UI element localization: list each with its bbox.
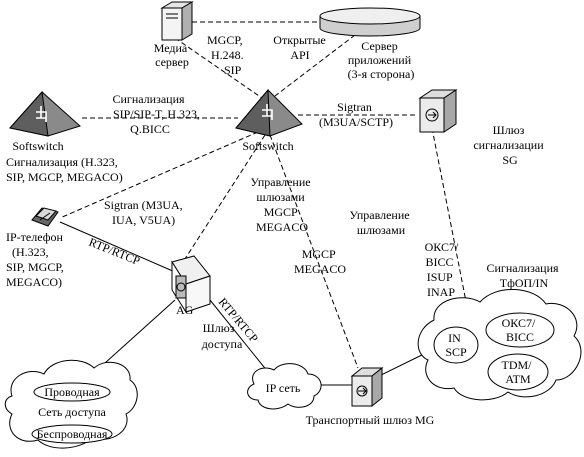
link-ipphone-ag: [59, 221, 176, 273]
softswitch-icon: [235, 88, 303, 137]
access-network-cloud: Проводная Сеть доступа Беспроводная: [4, 359, 138, 449]
ip-network-label: IP сеть: [266, 381, 301, 395]
access-gateway-icon: [171, 255, 211, 314]
mgcp-megaco-label: MGCP MEGACO: [294, 247, 346, 276]
sg-label: Шлюз сигнализации SG: [473, 123, 546, 167]
wireless-access-ellipse: [31, 424, 113, 444]
app-server-label: Сервер приложений (3-я сторона): [348, 39, 415, 81]
pstn-cloud: IN SCP ОКС7/ BICC TDM/ ATM: [417, 289, 582, 401]
rtp-rtcp-label-1: RTP/RTCP: [87, 235, 143, 268]
link-softswitch-ag: [182, 134, 266, 263]
softswitch-center: Softswitch: [235, 88, 303, 153]
ip-phone: IP-телефон (H.323, SIP, MGCP, MEGACO): [6, 207, 67, 289]
media-gateway: Транспортный шлюз MG: [306, 366, 435, 427]
sigtran-ag-label: Sigtran (M3UA, IUA, V5UA): [104, 198, 186, 227]
link-sg-pstn: [431, 127, 471, 323]
link-media-softswitch: [174, 37, 263, 99]
in-scp-label: IN SCP: [445, 331, 467, 359]
softswitch-center-label: Softswitch: [242, 139, 293, 153]
ss7-bicc-label: ОКС7/ BICC: [502, 316, 539, 344]
link-softswitch-ipphone: [59, 131, 259, 219]
signaling-gateway: Шлюз сигнализации SG: [418, 89, 546, 167]
wired-access-label: Проводная: [44, 385, 100, 399]
server-icon: [160, 1, 194, 41]
phone-icon: [31, 207, 59, 227]
media-server-label: Медиа сервер: [154, 41, 191, 69]
wired-access-ellipse: [33, 382, 111, 402]
application-server: Сервер приложений (3-я сторона): [319, 7, 421, 81]
ip-phone-label: IP-телефон (H.323, SIP, MGCP, MEGACO): [6, 230, 67, 289]
link-softswitch-mg: [269, 134, 359, 369]
in-scp-ellipse: [433, 326, 479, 364]
gateway-icon: [418, 89, 458, 133]
link-ag-access: [94, 299, 176, 373]
wireless-access-label: Беспроводная: [37, 427, 108, 441]
media-server: Медиа сервер: [154, 1, 194, 69]
media-softswitch-link-label: MGCP, H.248. SIP: [207, 33, 247, 77]
open-api-label: Открытые API: [273, 33, 328, 62]
tdm-atm-ellipse: [487, 353, 549, 391]
link-ag-ipnet: [209, 299, 269, 373]
sigtran-sg-label: Sigtran (M3UA/SCTP): [319, 100, 393, 129]
gateway-icon: [350, 366, 384, 408]
softswitch-signaling-label: Сигнализация SIP/SIP-T, H.323, Q.BICC: [112, 92, 203, 136]
ip-network-cloud: IP сеть: [247, 363, 322, 410]
access-network-label: Сеть доступа: [38, 405, 106, 419]
gateway-control-label-2: Управление шлюзами: [349, 208, 412, 237]
tdm-atm-label: TDM/ ATM: [502, 358, 535, 386]
gateway-control-label-1: Управление шлюзами MGCP MEGACO: [250, 175, 313, 234]
ss7-protocols-label: ОКС7/ BICC ISUP INAP: [425, 240, 462, 299]
mg-label: Транспортный шлюз MG: [306, 413, 435, 427]
ag-label: AG: [176, 303, 194, 317]
access-gateway: AG Шлюз доступа: [171, 255, 243, 351]
pstn-signaling-label: Сигнализация ТфОП/IN: [486, 261, 561, 290]
connection-lines: [59, 21, 471, 386]
ag-caption: Шлюз доступа: [202, 321, 243, 351]
ss7-bicc-ellipse: [485, 312, 555, 348]
disk-icon: [319, 7, 421, 37]
softswitch-left: Softswitch: [9, 90, 81, 153]
softswitch-left-label: Softswitch: [12, 139, 63, 153]
softswitch-icon: [9, 90, 81, 137]
link-app-softswitch: [274, 34, 356, 97]
phone-signaling-label: Сигнализация (H.323, SIP, MGCP, MEGACO): [6, 155, 123, 184]
